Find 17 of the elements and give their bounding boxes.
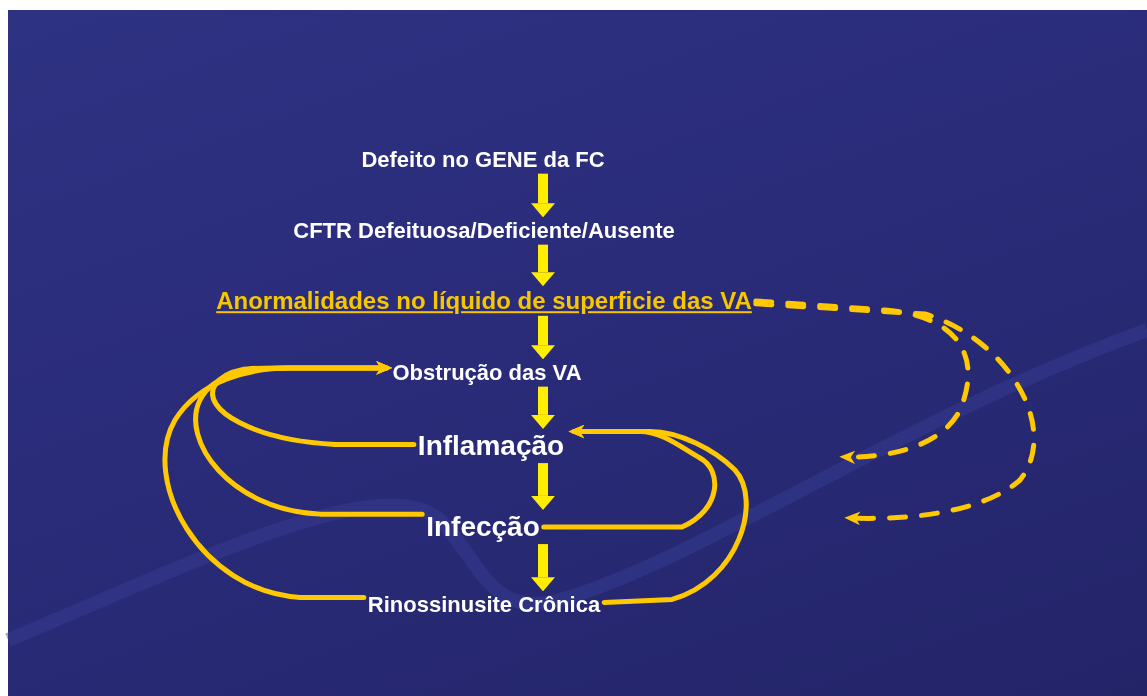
down-arrow [531, 386, 555, 429]
step-text: Rinossinusite Crônica [367, 592, 601, 618]
step-text: Infecção [426, 510, 540, 544]
step-text: Anormalidades no líquido de superficie das VA [216, 287, 752, 315]
step-text: Obstrução das VA [392, 360, 582, 386]
down-arrow [531, 463, 555, 510]
curved-arrow [753, 298, 971, 464]
step-text: CFTR Defeituosa/Deficiente/Ausente [293, 218, 675, 244]
step-text: Defeito no GENE da FC [361, 147, 605, 173]
down-arrow [531, 544, 555, 592]
step-text: Inflamação [417, 429, 565, 463]
curved-arrow [568, 424, 749, 605]
down-arrow [531, 244, 555, 287]
curved-arrow [753, 301, 1037, 526]
down-arrow [531, 173, 555, 218]
curved-arrow [162, 361, 393, 600]
down-arrow [531, 315, 555, 360]
